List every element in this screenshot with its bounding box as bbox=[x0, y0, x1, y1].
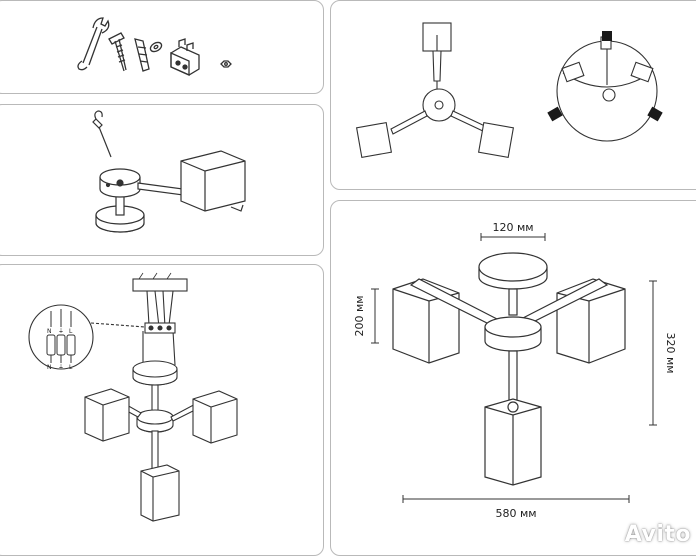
mount-illustration bbox=[92, 110, 246, 233]
wiring-labels-bottom: N ⏚ L bbox=[47, 364, 73, 371]
dimension-shade-height: 200 мм bbox=[353, 295, 366, 336]
watermark-logo: Avito bbox=[625, 522, 691, 547]
panel-dimensions: 120 мм 200 мм 320 мм 580 мм Avito bbox=[330, 200, 696, 556]
wrench-icon bbox=[77, 17, 110, 71]
dimensions-drawing: 120 мм 200 мм 320 мм 580 мм bbox=[353, 221, 677, 520]
panel-hardware-kit bbox=[0, 0, 324, 94]
label-live-bottom: L bbox=[69, 364, 73, 371]
arms-illustration bbox=[355, 22, 663, 159]
screwdriver-icon bbox=[92, 118, 103, 129]
washer-icon bbox=[149, 41, 163, 53]
nut-icon bbox=[220, 60, 232, 68]
wall-plug-icon bbox=[134, 38, 150, 72]
panel-wiring-connection: N ⏚ L N ⏚ L bbox=[0, 264, 324, 556]
label-ground-top: ⏚ bbox=[58, 328, 64, 335]
label-neutral-top: N bbox=[47, 328, 52, 335]
dimension-total-height: 320 мм bbox=[664, 332, 677, 373]
panel-arms-assembly bbox=[330, 0, 696, 190]
panel-ceiling-mount bbox=[0, 104, 324, 256]
dimension-plate-diameter: 120 мм bbox=[492, 221, 533, 234]
terminal-block-icon bbox=[170, 38, 200, 77]
screw-icon bbox=[108, 32, 127, 72]
label-live-top: L bbox=[69, 328, 73, 335]
label-neutral-bottom: N bbox=[47, 364, 52, 371]
dimension-total-width: 580 мм bbox=[495, 507, 536, 520]
hardware-illustration bbox=[77, 17, 232, 77]
wiring-illustration: N ⏚ L N ⏚ L bbox=[28, 272, 238, 522]
connector-detail bbox=[556, 36, 658, 142]
wiring-labels-top: N ⏚ L bbox=[47, 328, 73, 335]
dimension-lines bbox=[371, 233, 657, 503]
watermark-text: Avito bbox=[624, 522, 691, 547]
label-ground-bottom: ⏚ bbox=[58, 364, 64, 371]
